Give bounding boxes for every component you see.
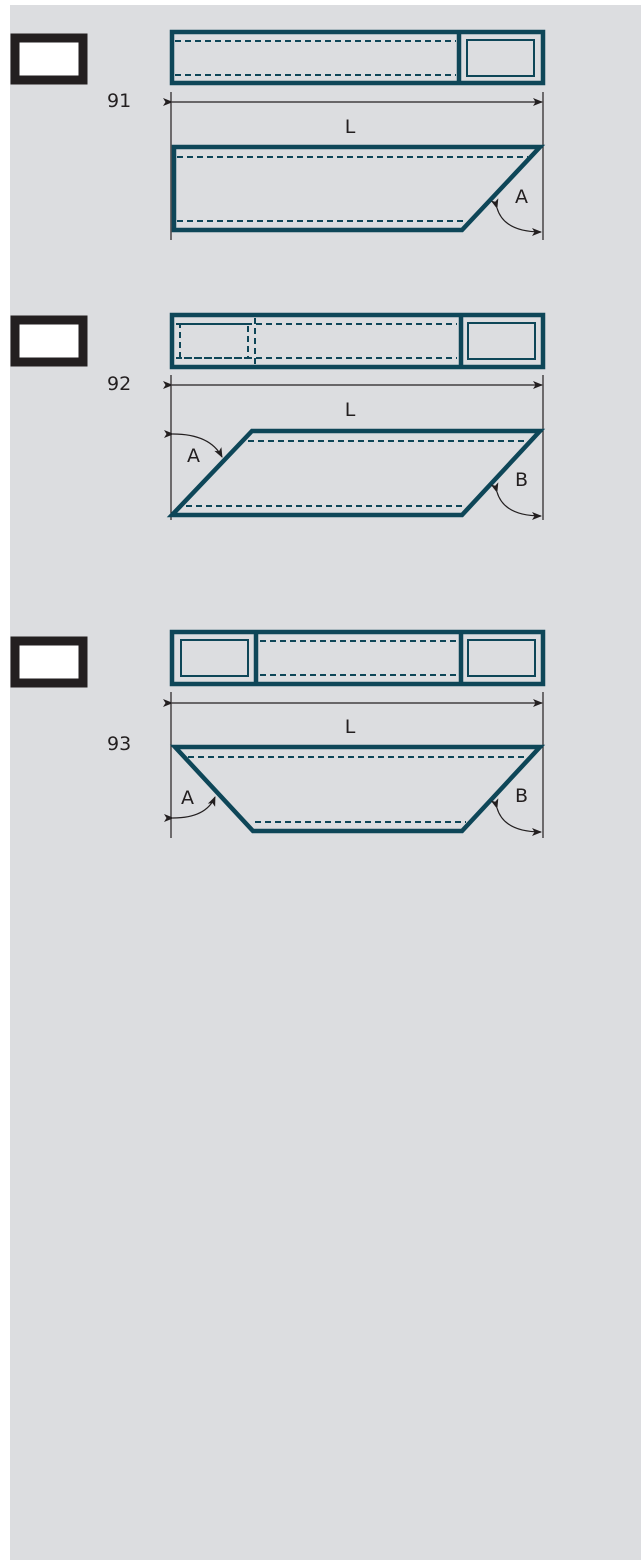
- item-93-frame-icon: [10, 636, 88, 688]
- item-92-number: 92: [107, 373, 131, 395]
- item-92-frame-icon: [10, 315, 88, 367]
- item-93-length-label: L: [345, 716, 356, 738]
- item-91-angle-a: A: [490, 186, 542, 236]
- item-92-side-view: [166, 428, 546, 518]
- item-91-angle-a-label: A: [515, 186, 528, 208]
- item-91: 91 L A: [10, 29, 546, 240]
- item-92-length-dimension: L: [163, 375, 544, 520]
- item-92-top-view: [169, 312, 546, 370]
- item-91-top-view: [169, 29, 546, 86]
- item-92-angle-a-label: A: [187, 445, 200, 467]
- item-92-angle-b-label: B: [515, 469, 528, 491]
- item-93-side-view: [169, 744, 546, 834]
- diagram-panel: [10, 5, 641, 1560]
- item-93-angle-b-label: B: [515, 785, 528, 807]
- item-92-angle-a: A: [163, 429, 223, 467]
- item-93-length-dimension: L: [163, 692, 544, 838]
- item-93: 93 L A: [10, 629, 546, 838]
- item-91-length-label: L: [345, 116, 356, 138]
- item-91-length-dimension: L: [163, 92, 544, 240]
- item-92-angle-b: B: [490, 469, 542, 520]
- item-93-number: 93: [107, 733, 131, 755]
- item-93-top-view: [169, 629, 546, 687]
- item-92: 92 L A: [10, 312, 546, 520]
- item-93-angle-b: B: [490, 785, 542, 836]
- item-93-angle-a-label: A: [181, 787, 194, 809]
- item-91-frame-icon: [10, 33, 88, 85]
- item-92-length-label: L: [345, 399, 356, 421]
- item-93-angle-a: A: [163, 787, 216, 823]
- item-91-side-view: [171, 144, 546, 233]
- item-91-number: 91: [107, 90, 131, 112]
